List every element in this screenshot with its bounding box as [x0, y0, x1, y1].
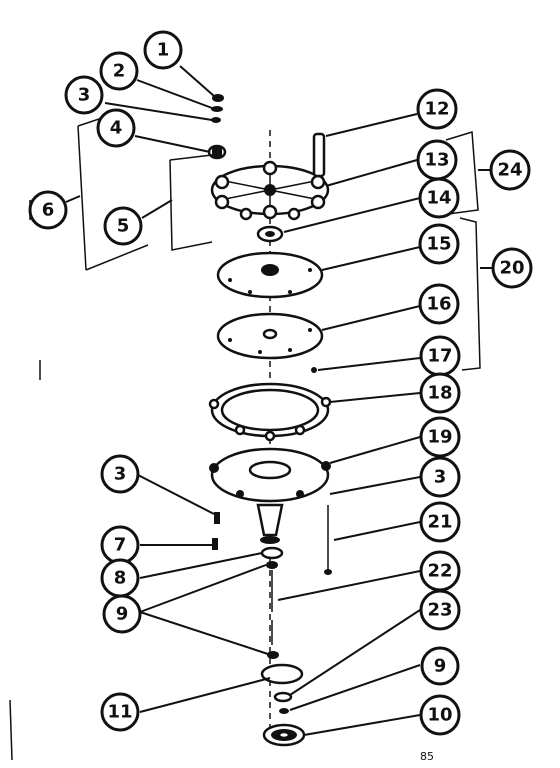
- part-16-gasket: [216, 312, 324, 360]
- part-10-gear: [262, 723, 306, 747]
- callout-12: 12: [416, 88, 458, 130]
- callout-14: 14: [418, 177, 460, 219]
- callout-11: 11: [100, 692, 140, 732]
- svg-text:18: 18: [427, 383, 452, 404]
- svg-text:22: 22: [427, 561, 452, 582]
- callout-3-left: 3: [100, 454, 140, 494]
- part-15-plate: [216, 251, 324, 299]
- part-8-washer: [260, 546, 284, 560]
- callout-19: 19: [419, 416, 461, 458]
- callout-1: 1: [143, 30, 183, 70]
- callout-9-left: 9: [102, 594, 142, 634]
- callout-16: 16: [418, 283, 460, 325]
- footer-code: 85: [420, 750, 434, 763]
- svg-text:10: 10: [427, 705, 452, 726]
- callout-4: 4: [96, 108, 136, 148]
- callout-15: 15: [418, 223, 460, 265]
- svg-text:9: 9: [116, 604, 129, 625]
- part-9-nut-lower: [267, 651, 279, 659]
- part-23-washer: [273, 691, 293, 703]
- part-21-long-bolt: [324, 505, 332, 575]
- svg-text:13: 13: [424, 150, 449, 171]
- margin-mark: [9, 699, 13, 761]
- svg-text:21: 21: [427, 512, 452, 533]
- callout-22: 22: [419, 550, 461, 592]
- svg-text:16: 16: [426, 294, 451, 315]
- part-5-l-rod: [169, 154, 213, 251]
- svg-text:1: 1: [157, 40, 170, 61]
- part-18-ring: [208, 382, 332, 442]
- svg-text:11: 11: [107, 702, 132, 723]
- svg-text:17: 17: [427, 346, 452, 367]
- callout-5: 5: [103, 206, 143, 246]
- svg-text:2: 2: [113, 61, 126, 82]
- callout-6: 6: [28, 190, 68, 230]
- part-9-nut-upper: [266, 561, 278, 569]
- svg-text:3: 3: [78, 85, 91, 106]
- callout-8: 8: [100, 558, 140, 598]
- part-19-housing: [209, 447, 331, 544]
- callout-2: 2: [99, 51, 139, 91]
- part-7-screw: [212, 538, 218, 550]
- callout-20: 20: [491, 247, 533, 289]
- svg-text:5: 5: [117, 216, 130, 237]
- part-13-top-plate: [210, 160, 330, 221]
- svg-text:7: 7: [114, 535, 127, 556]
- callout-24: 24: [489, 149, 531, 191]
- part-17-pin: [311, 367, 317, 373]
- callout-13: 13: [416, 139, 458, 181]
- svg-text:19: 19: [427, 427, 452, 448]
- bracket-20: [459, 217, 481, 371]
- svg-text:20: 20: [499, 258, 524, 279]
- callout-18: 18: [419, 372, 461, 414]
- bracket-24: [445, 131, 479, 215]
- svg-text:24: 24: [497, 160, 522, 181]
- part-9-nut-bottom: [279, 708, 289, 714]
- callout-3-top: 3: [64, 75, 104, 115]
- callout-7: 7: [100, 525, 140, 565]
- part-4-fitting: [207, 144, 227, 160]
- svg-text:15: 15: [426, 234, 451, 255]
- part-screw-stack-top: [211, 94, 224, 123]
- svg-text:3: 3: [114, 464, 127, 485]
- callout-21: 21: [419, 501, 461, 543]
- svg-text:6: 6: [42, 200, 55, 221]
- leader-lines: [65, 65, 494, 736]
- callout-10: 10: [419, 694, 461, 736]
- svg-text:12: 12: [424, 99, 449, 120]
- callout-23: 23: [419, 589, 461, 631]
- svg-text:3: 3: [434, 467, 447, 488]
- callout-9-right: 9: [420, 646, 460, 686]
- svg-text:23: 23: [427, 600, 452, 621]
- svg-text:9: 9: [434, 656, 447, 677]
- svg-text:8: 8: [114, 568, 127, 589]
- svg-text:4: 4: [110, 118, 123, 139]
- part-3-screw-left: [214, 512, 220, 524]
- callout-3-right: 3: [419, 456, 461, 498]
- bracket-6: [77, 117, 149, 271]
- callout-17: 17: [419, 335, 461, 377]
- part-11-disc: [260, 663, 304, 685]
- part-12-bolt: [312, 132, 326, 178]
- svg-text:14: 14: [426, 188, 451, 209]
- part-14-bushing: [256, 225, 284, 243]
